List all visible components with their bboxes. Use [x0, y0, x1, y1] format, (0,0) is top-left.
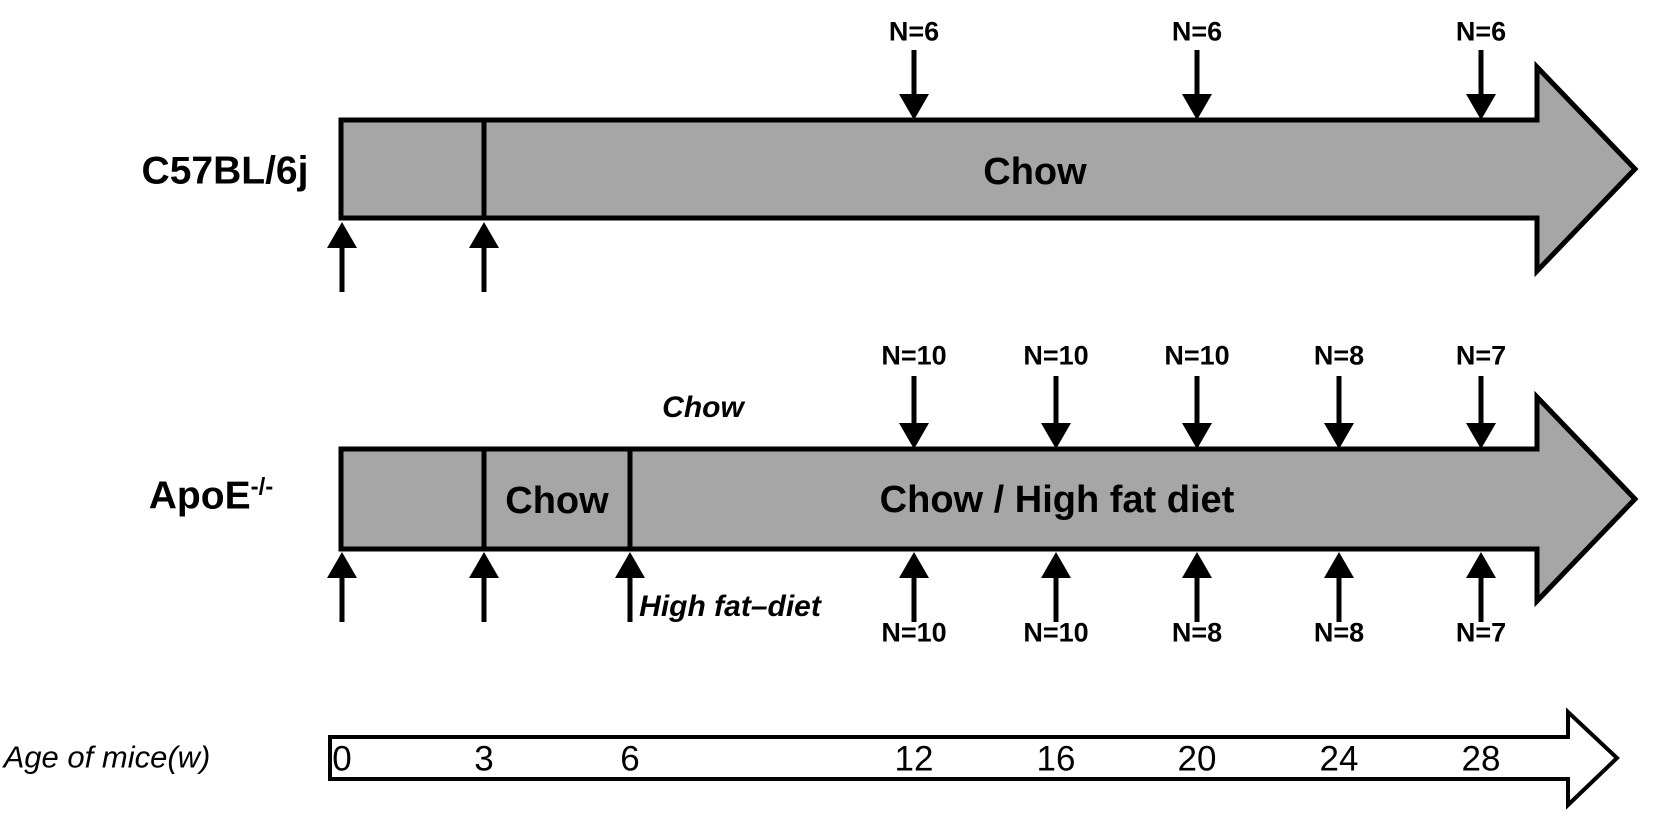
- apoe-n-label-below-w12: N=10: [881, 617, 947, 648]
- c57-timeline-arrow: [338, 60, 1639, 278]
- apoe-sample-arrow-below-w28-head: [1466, 552, 1496, 578]
- apoe-sample-arrow-below-w20-head: [1182, 552, 1212, 578]
- age-axis-tick-6: 6: [620, 739, 640, 779]
- apoe-early-chow-segment-label: Chow: [505, 480, 609, 522]
- age-axis-arrow: [328, 707, 1620, 810]
- age-axis-tick-20: 20: [1177, 739, 1217, 779]
- apoe-sample-arrow-above-w20-head: [1182, 423, 1212, 449]
- apoe-start-arrow-w3-head: [469, 552, 499, 578]
- apoe-n-label-above-w20: N=10: [1164, 340, 1230, 371]
- apoe-knockout-superscript: -/-: [250, 473, 274, 501]
- c57bl6j-start-arrow-w3-head: [469, 222, 499, 248]
- age-axis-tick-3: 3: [474, 739, 494, 779]
- apoe-sample-arrow-above-w16-head: [1041, 423, 1071, 449]
- age-axis-tick-16: 16: [1036, 739, 1076, 779]
- apoe-n-label-above-w12: N=10: [881, 340, 947, 371]
- c57-row-label: C57BL/6j: [141, 149, 309, 193]
- age-axis-tick-28: 28: [1461, 739, 1501, 779]
- c57bl6j-sample-arrow-above-w20-head: [1182, 94, 1212, 120]
- apoe-high-fat-diet-group-note: High fat–diet: [639, 590, 821, 623]
- apoe-sample-arrow-above-w28-head: [1466, 423, 1496, 449]
- apoe-timeline-arrow: [338, 390, 1639, 608]
- c57bl6j-n-label-above-w28: N=6: [1455, 16, 1507, 47]
- c57bl6j-n-label-above-w12: N=6: [888, 16, 940, 47]
- apoe-n-label-above-w24: N=8: [1313, 340, 1365, 371]
- c57bl6j-n-label-above-w20: N=6: [1171, 16, 1223, 47]
- age-axis-tick-24: 24: [1319, 739, 1359, 779]
- apoe-main-segment-label: Chow / High fat diet: [879, 479, 1235, 521]
- apoe-n-label-below-w20: N=8: [1171, 617, 1223, 648]
- apoe-n-label-below-w28: N=7: [1455, 617, 1507, 648]
- age-axis-tick-0: 0: [332, 739, 352, 779]
- c57bl6j-sample-arrow-above-w12-head: [899, 94, 929, 120]
- apoe-sample-arrow-below-w16-head: [1041, 552, 1071, 578]
- apoe-sample-arrow-above-w12-head: [899, 423, 929, 449]
- apoe-start-arrow-w6-head: [615, 552, 645, 578]
- apoe-row-label: ApoE-/-: [148, 473, 274, 518]
- age-axis-tick-12: 12: [894, 739, 934, 779]
- apoe-n-label-below-w24: N=8: [1313, 617, 1365, 648]
- apoe-start-arrow-w0-head: [327, 552, 357, 578]
- apoe-sample-arrow-above-w24-head: [1324, 423, 1354, 449]
- apoe-n-label-above-w16: N=10: [1023, 340, 1089, 371]
- apoe-n-label-above-w28: N=7: [1455, 340, 1507, 371]
- c57bl6j-start-arrow-w0-head: [327, 222, 357, 248]
- apoe-sample-arrow-below-w12-head: [899, 552, 929, 578]
- c57bl6j-sample-arrow-above-w28-head: [1466, 94, 1496, 120]
- c57-chow-segment-label: Chow: [983, 151, 1087, 193]
- age-axis-title: Age of mice(w): [3, 739, 211, 775]
- apoe-sample-arrow-below-w24-head: [1324, 552, 1354, 578]
- apoe-chow-group-note: Chow: [662, 391, 744, 424]
- apoe-row-label-base: ApoE: [148, 474, 251, 518]
- apoe-n-label-below-w16: N=10: [1023, 617, 1089, 648]
